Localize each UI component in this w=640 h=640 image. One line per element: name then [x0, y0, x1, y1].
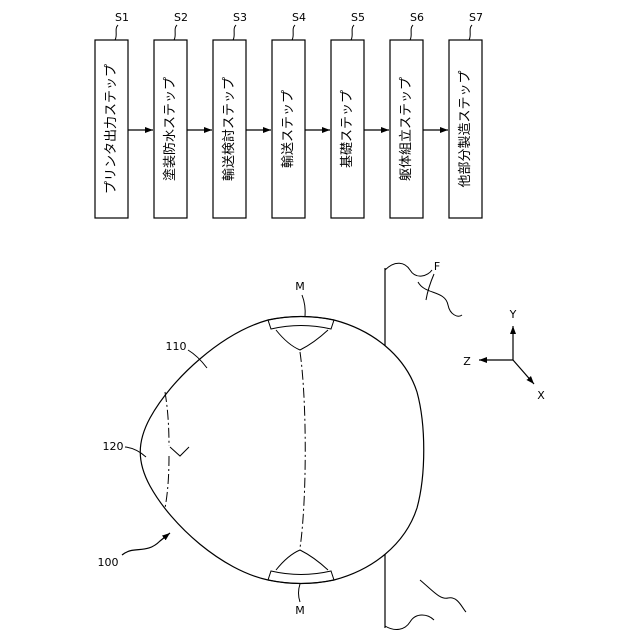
floor-break-right-top: [418, 282, 462, 316]
step-id-s5: S5: [351, 11, 365, 24]
step-s5: 基礎ステップ S5: [331, 11, 365, 218]
coordinate-axes: Z Y X: [463, 308, 545, 402]
label-m-upper: M: [295, 280, 305, 293]
step-label-s5: 基礎ステップ: [340, 90, 355, 168]
step-id-s7: S7: [469, 11, 483, 24]
step-s3: 輸送検討ステップ S3: [213, 11, 247, 218]
leader-100-arrow: [122, 533, 170, 555]
axis-y-label: Y: [509, 308, 517, 321]
axis-x-label: X: [537, 389, 545, 402]
step-s4: 輸送ステップ S4: [272, 11, 306, 218]
step-s2: 塗装防水ステップ S2: [154, 11, 188, 218]
dome-outline: [140, 317, 424, 584]
step-label-s3: 輸送検討ステップ: [221, 77, 237, 181]
label-110: 110: [166, 340, 187, 353]
axis-x: [513, 360, 534, 384]
step-id-leader-s5: [351, 25, 354, 40]
leader-m-upper: [302, 295, 305, 317]
leader-m-lower: [299, 584, 301, 602]
step-label-s7: 他部分製造ステップ: [458, 70, 473, 187]
floor-label-leader: [426, 274, 434, 300]
step-id-leader-s4: [292, 25, 295, 40]
label-120: 120: [103, 440, 124, 453]
floor-break-bottom: [385, 615, 434, 629]
step-s6: 躯体組立ステップ S6: [390, 11, 424, 218]
step-id-leader-s3: [233, 25, 236, 40]
axis-z-label: Z: [463, 355, 471, 368]
step-id-s4: S4: [292, 11, 306, 24]
step-id-s3: S3: [233, 11, 247, 24]
floor-break-right-bottom: [420, 580, 466, 612]
step-label-s1: プリンタ出力ステップ: [104, 64, 119, 194]
flowchart: プリンタ出力ステップ S1 塗装防水ステップ S2 輸送検討ステップ S3 輸送…: [95, 11, 483, 218]
step-id-leader-s1: [115, 25, 118, 40]
step-label-s4: 輸送ステップ: [281, 90, 296, 168]
step-id-leader-s7: [469, 25, 472, 40]
step-id-leader-s2: [174, 25, 177, 40]
step-id-s6: S6: [410, 11, 424, 24]
label-100: 100: [98, 556, 119, 569]
step-label-s2: 塗装防水ステップ: [162, 77, 178, 181]
dome: [140, 317, 424, 584]
step-s7: 他部分製造ステップ S7: [449, 11, 483, 218]
step-id-leader-s6: [410, 25, 413, 40]
floor-break-top: [385, 263, 432, 276]
step-s1: プリンタ出力ステップ S1: [95, 11, 129, 218]
step-label-s6: 躯体組立ステップ: [398, 77, 414, 181]
label-m-lower: M: [295, 604, 305, 617]
floor-label: F: [434, 260, 440, 273]
step-id-s2: S2: [174, 11, 188, 24]
step-id-s1: S1: [115, 11, 129, 24]
